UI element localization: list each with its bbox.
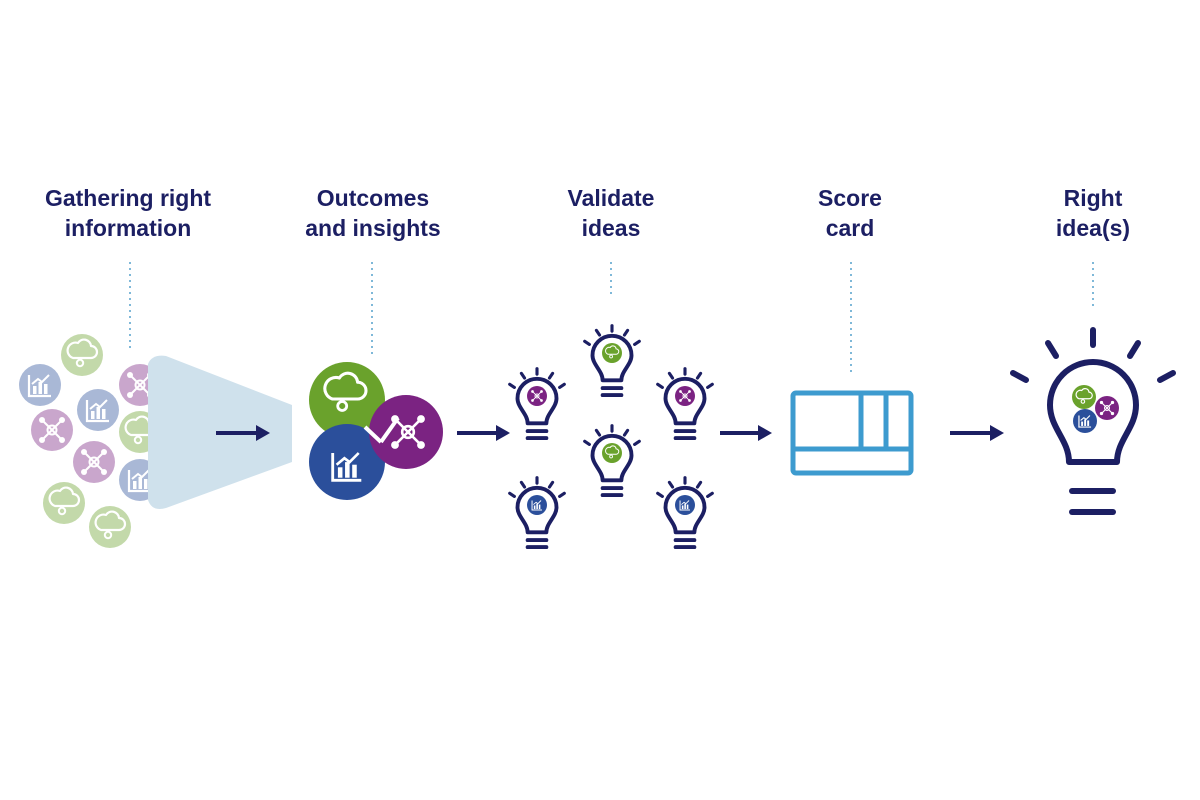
stage-title-line: Validate bbox=[567, 185, 655, 211]
stage-title-line: ideas bbox=[581, 215, 641, 241]
right-idea-lightbulb-icon bbox=[1010, 327, 1176, 515]
arrow-icon bbox=[216, 425, 270, 441]
stage-title-line: Outcomes bbox=[316, 185, 430, 211]
stage-title-scorecard: Score card bbox=[730, 183, 970, 243]
stage-title-line: Right bbox=[1063, 185, 1123, 211]
dotted-connectors bbox=[129, 262, 1094, 372]
stage-title-line: card bbox=[825, 215, 875, 241]
stage-title-line: idea(s) bbox=[1055, 215, 1131, 241]
scorecard-icon bbox=[790, 390, 914, 476]
arrow-icon bbox=[950, 425, 1004, 441]
stage-title-line: Score bbox=[818, 185, 882, 211]
stage-title-line: and insights bbox=[305, 215, 441, 241]
stage-title-line: Gathering right bbox=[44, 185, 212, 211]
stage-title-line: information bbox=[64, 215, 192, 241]
stage-title-validate: Validate ideas bbox=[491, 183, 731, 243]
outcomes-icons bbox=[309, 362, 443, 500]
information-cloud bbox=[19, 334, 292, 548]
stage-title-gathering: Gathering right information bbox=[8, 183, 248, 243]
stage-title-right-ideas: Right idea(s) bbox=[973, 183, 1200, 243]
stage-title-outcomes: Outcomes and insights bbox=[253, 183, 493, 243]
validate-ideas-bulbs bbox=[507, 323, 715, 550]
arrow-icon bbox=[720, 425, 772, 441]
arrow-icon bbox=[457, 425, 510, 441]
